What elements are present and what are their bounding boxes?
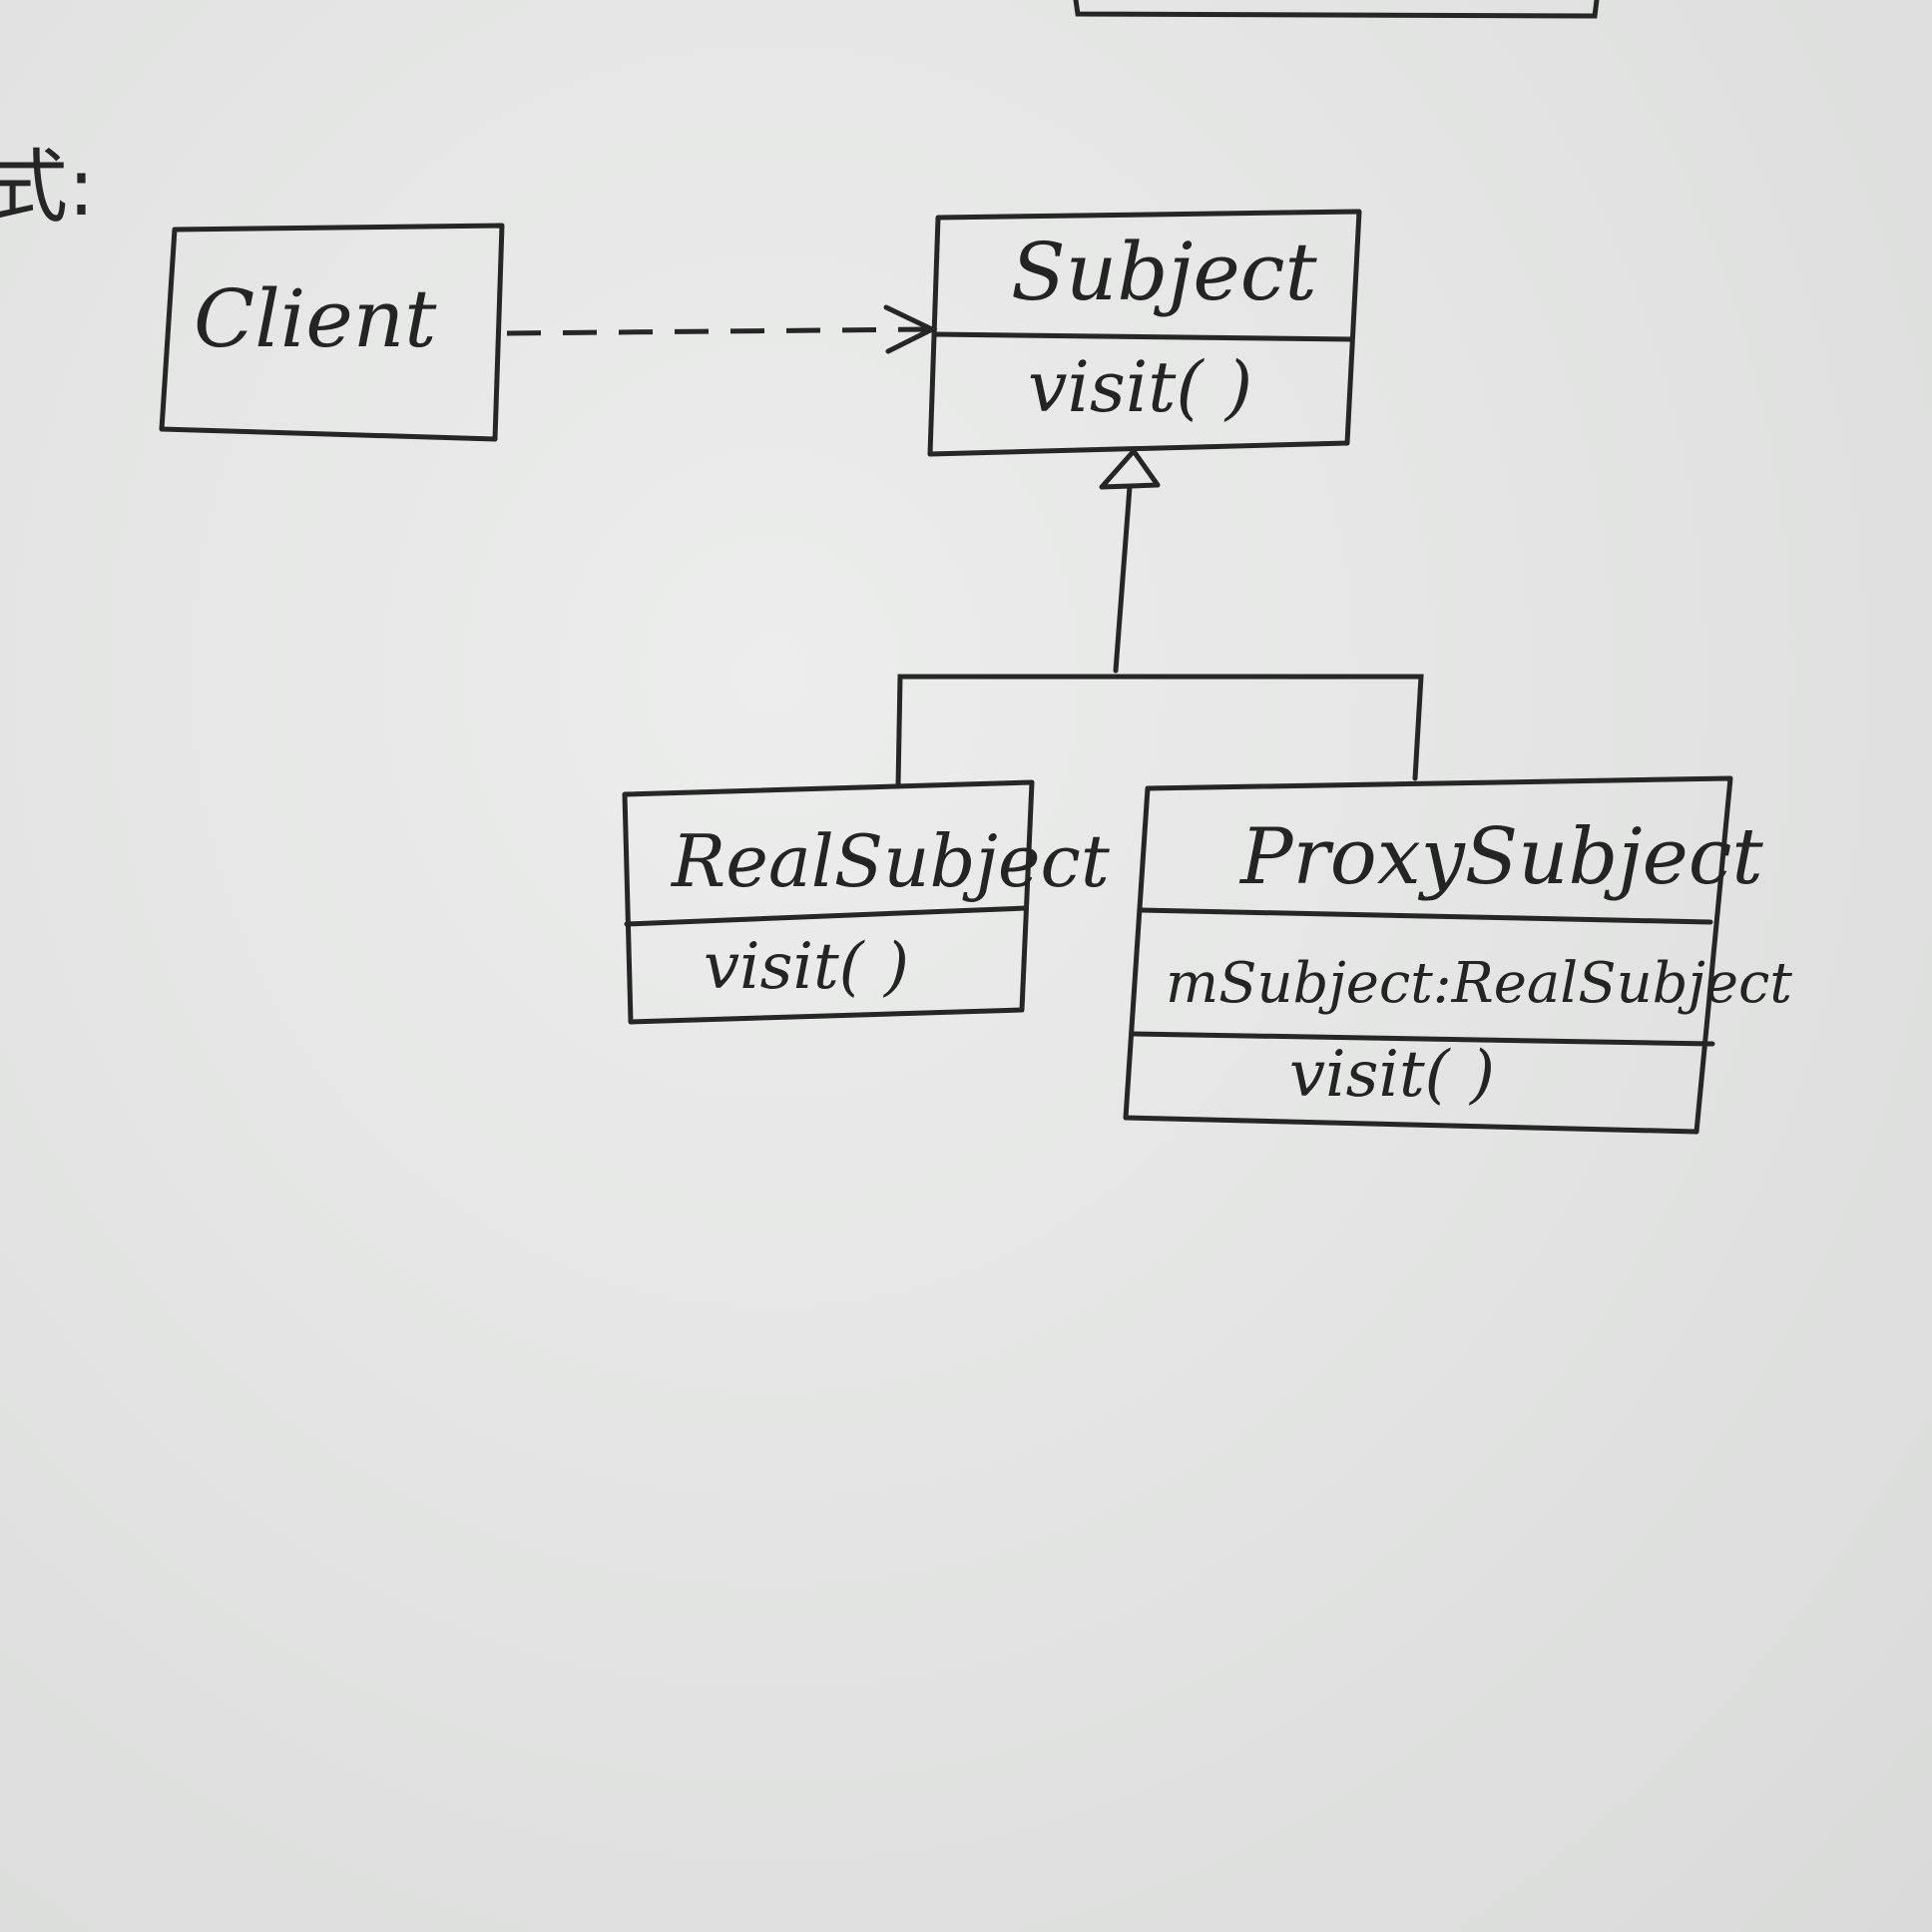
proxysubject-divider-bottom — [1131, 1031, 1715, 1047]
proxysubject-box — [1123, 775, 1733, 1135]
client-class: Client — [159, 223, 505, 442]
generalization-arrow — [895, 448, 1424, 789]
proxysubject-field: mSubject:RealSubject — [1166, 951, 1792, 1016]
generalization-branch — [895, 674, 1424, 789]
realsubject-name: RealSubject — [670, 819, 1111, 903]
dependency-arrow — [506, 304, 938, 354]
generalization-stem — [1113, 484, 1133, 674]
heading-fragment: 式: — [0, 141, 95, 234]
client-name: Client — [194, 272, 437, 365]
realsubject-box — [622, 779, 1035, 1025]
realsubject-class: RealSubject visit( ) — [622, 779, 1111, 1025]
proxysubject-method: visit( ) — [1289, 1038, 1495, 1112]
subject-box — [927, 209, 1362, 457]
top-box-fragment — [1073, 0, 1600, 19]
realsubject-method: visit( ) — [704, 930, 909, 1004]
subject-divider — [932, 331, 1355, 342]
dependency-line — [506, 326, 929, 336]
subject-method: visit( ) — [1028, 346, 1252, 428]
client-box — [159, 223, 505, 442]
proxysubject-divider-top — [1137, 907, 1713, 925]
proxysubject-name: ProxySubject — [1238, 812, 1763, 902]
realsubject-divider — [624, 905, 1029, 927]
generalization-triangle — [1099, 448, 1161, 490]
proxysubject-class: ProxySubject mSubject:RealSubject visit(… — [1123, 775, 1792, 1135]
subject-name: Subject — [1011, 226, 1317, 318]
subject-class: Subject visit( ) — [927, 209, 1362, 457]
